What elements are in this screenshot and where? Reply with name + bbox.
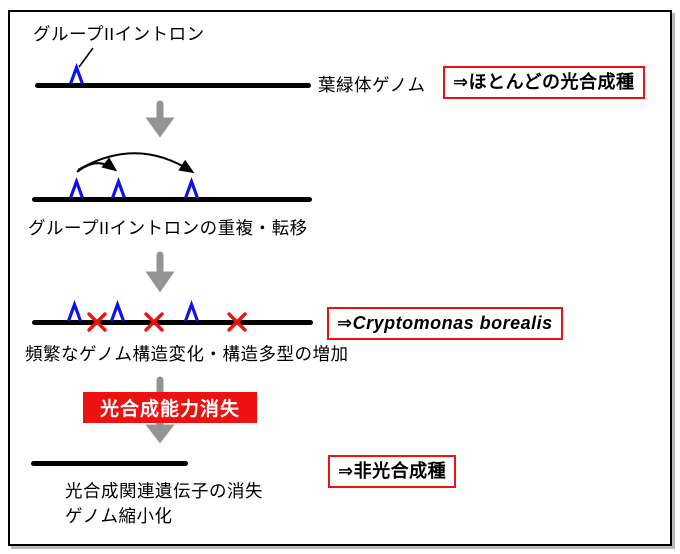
species-name: Cryptomonas borealis [352,313,553,333]
pointer-line [78,47,94,68]
deletion-x-icon [227,312,247,332]
genome-line-stage1 [35,83,311,88]
intron-spike-icon [68,62,85,85]
down-arrow-icon-2 [145,251,175,293]
intron-spike-icon [110,176,127,199]
genome-label: 葉緑体ゲノム [318,75,426,95]
deletion-x-icon [87,312,107,332]
species-annotation-box-2: ⇒Cryptomonas borealis [327,307,563,340]
genome-line-stage3 [32,320,313,325]
down-arrow-icon-1 [145,100,175,138]
arrow-prefix: ⇒ [337,313,353,333]
stage4-caption-line1: 光合成関連遺伝子の消失 [65,481,263,501]
duplication-arc-icons [76,152,195,174]
genome-line-stage4 [31,461,188,466]
intron-label: グループIIイントロン [33,24,205,44]
genome-line-stage2 [32,197,312,202]
deletion-x-icon [144,312,164,332]
loss-event-box: 光合成能力消失 [83,392,257,423]
stage3-caption: 頻繁なゲノム構造変化・構造多型の増加 [25,344,349,364]
species-annotation-box-3: ⇒非光合成種 [328,455,457,488]
stage2-caption: グループIIイントロンの重複・転移 [28,218,308,238]
intron-spike-icon [183,176,200,199]
species-annotation-box-1: ⇒ほとんどの光合成種 [443,66,645,99]
stage4-caption-line2: ゲノム縮小化 [65,506,173,526]
intron-spike-icon [66,299,83,322]
intron-spike-icon [109,299,126,322]
intron-spike-icon [68,176,85,199]
intron-spike-icon [183,299,200,322]
